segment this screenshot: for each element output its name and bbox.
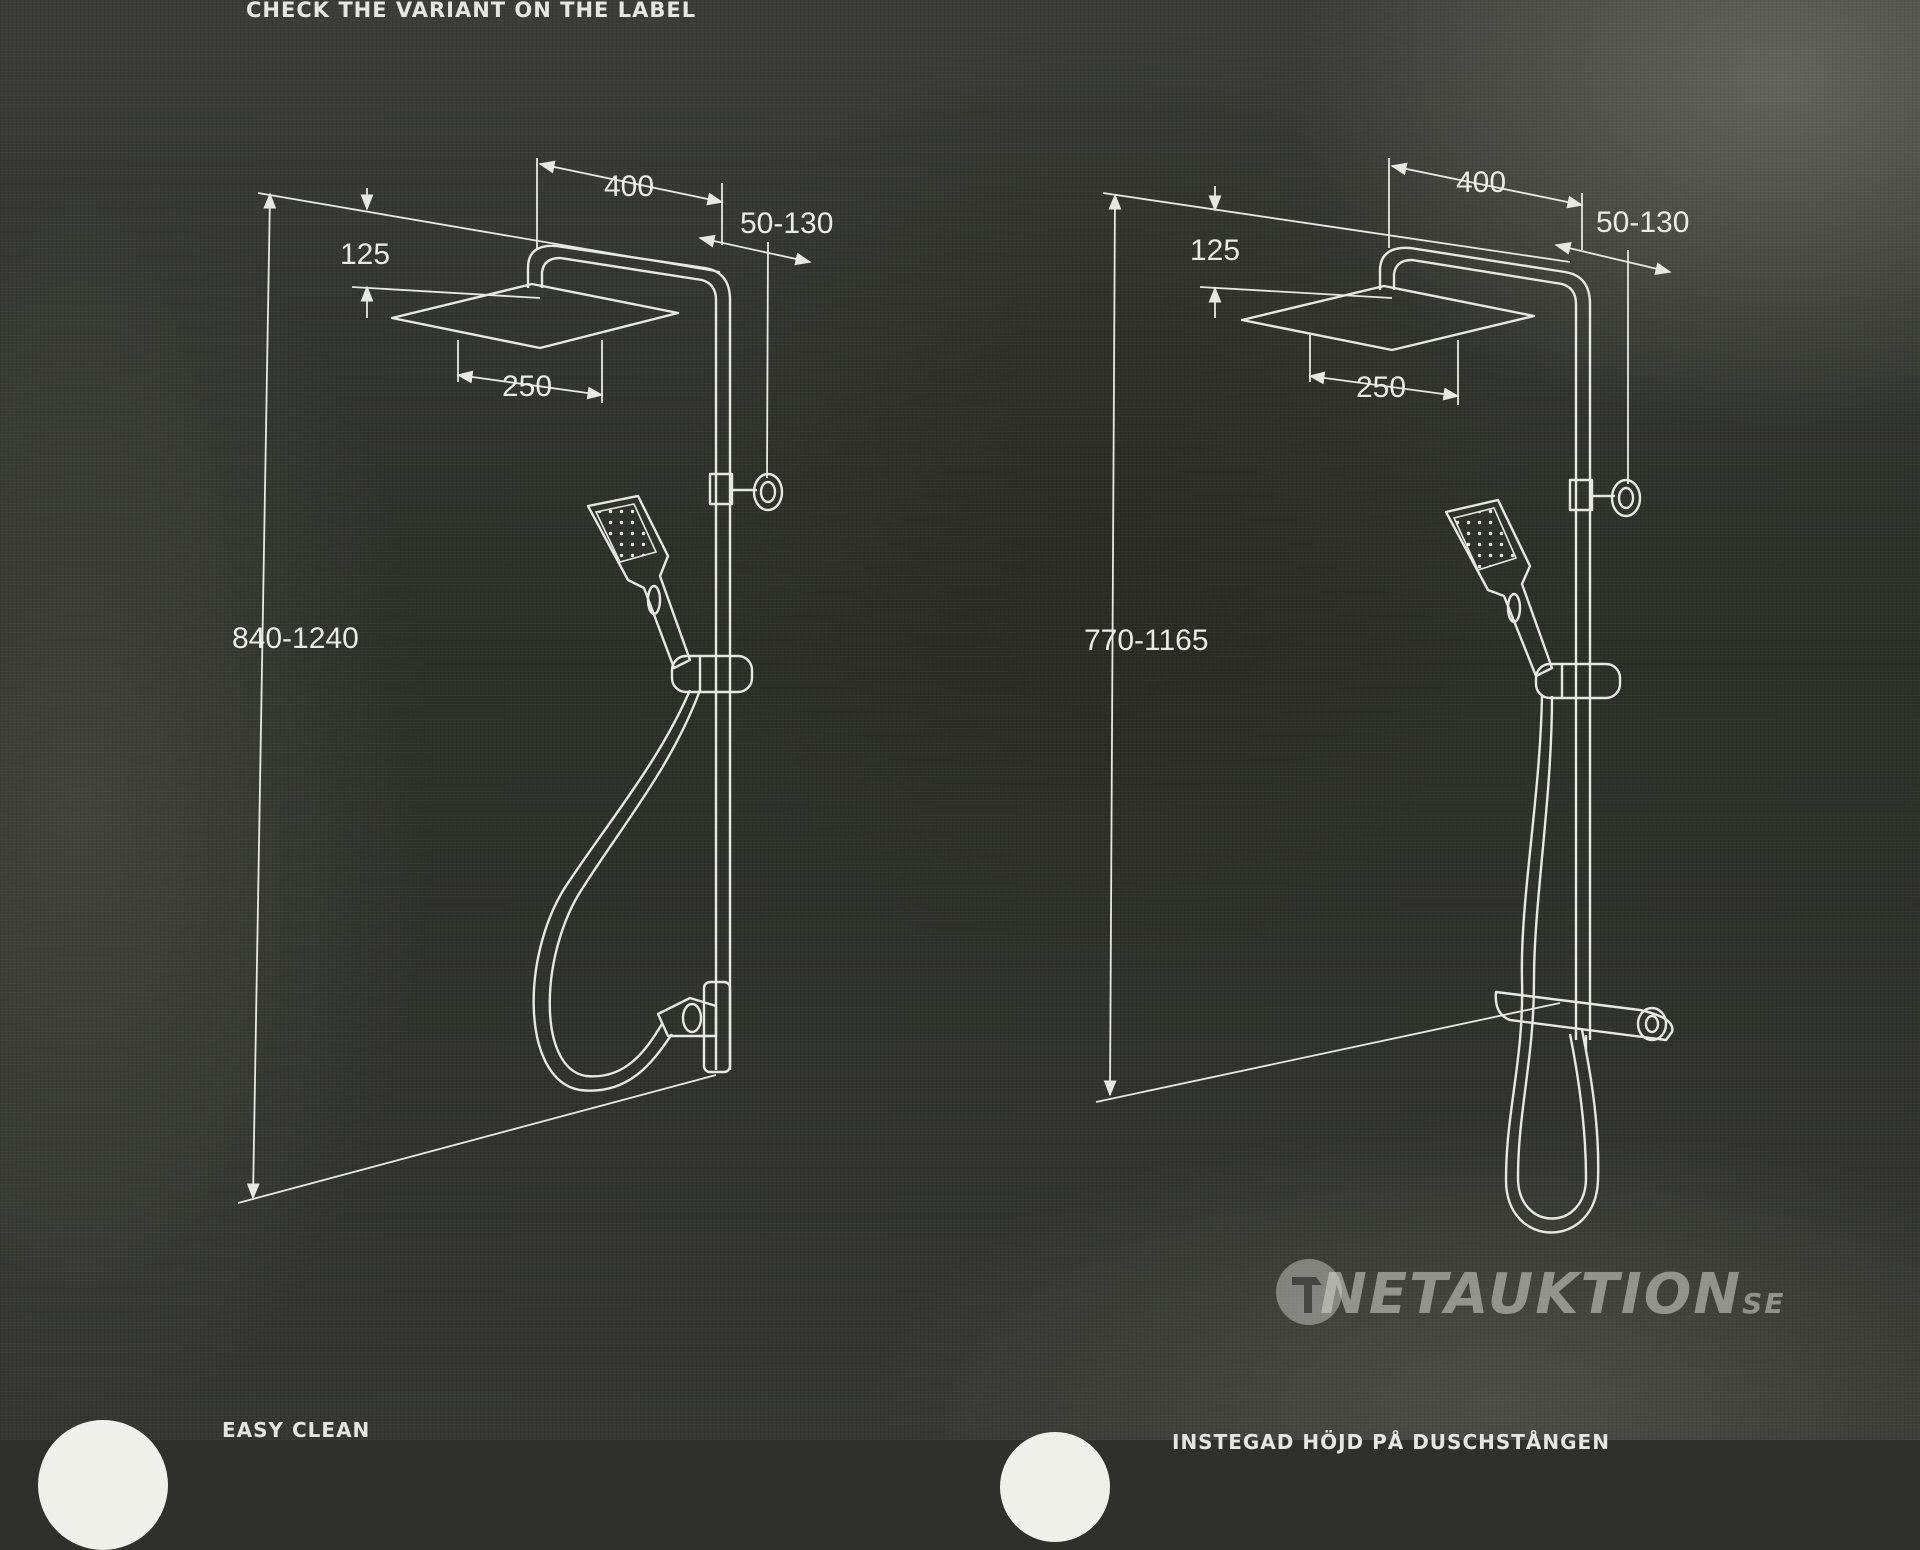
hand-shower-button: [646, 584, 662, 616]
wall-mount: [752, 472, 784, 512]
height-dimension-line: [246, 192, 277, 1200]
head-height-label: 125: [340, 238, 390, 271]
width-dimension-line: [1390, 162, 1584, 209]
shower-arm-inner: [540, 256, 718, 1070]
outlet-nut: [681, 1002, 703, 1034]
rail-bracket: [708, 472, 734, 506]
height-adjust-icon: [1000, 1432, 1110, 1542]
top-reference-line: [1102, 192, 1571, 263]
watermark-suffix: SE: [1742, 1287, 1786, 1320]
hand-shower: [1444, 498, 1554, 678]
wall-offset-dimension-line: [698, 234, 812, 266]
rail-bracket: [1568, 478, 1594, 512]
height-range-label: 840-1240: [232, 622, 359, 655]
height-adjust-caption: INSTEGAD HÖJD PÅ DUSCHSTÅNGEN: [1172, 1430, 1610, 1454]
dimension-drawings: 840-1240 400 50-130 125 250: [232, 158, 1689, 1234]
shower-hose-outer: [1504, 695, 1600, 1234]
rail-end-cap: [702, 980, 732, 1074]
head-width-dimension-line: [456, 370, 604, 400]
temperature-knob-inner: [1644, 1014, 1660, 1034]
head-height-label: 125: [1190, 234, 1240, 267]
overhead-shower-head: [1240, 284, 1536, 352]
wall-mount-inner: [1617, 486, 1635, 510]
shower-arm-outer: [1378, 246, 1592, 1040]
temperature-knob: [1636, 1006, 1668, 1042]
top-width-label: 400: [604, 170, 654, 203]
width-dimension-line: [538, 160, 724, 206]
floor-reference-line: [237, 1074, 717, 1204]
top-width-label: 400: [1456, 166, 1506, 199]
head-width-label: 250: [1356, 371, 1406, 404]
hand-shower-button: [1506, 592, 1522, 624]
easy-clean-caption: EASY CLEAN: [222, 1418, 371, 1442]
hammer-icon: [1276, 1259, 1342, 1325]
thermostat-mixer: [1494, 990, 1674, 1042]
hand-shower: [586, 494, 692, 670]
shower-hose-inner: [548, 689, 702, 1078]
water-outlet-connector: [656, 996, 718, 1038]
height-range-label: 770-1165: [1084, 624, 1209, 657]
height-dimension-line: [1103, 193, 1122, 1097]
overhead-shower-head: [390, 282, 680, 350]
shower-hose-inner: [1516, 695, 1588, 1220]
head-width-dimension-line: [1308, 371, 1460, 401]
shower-hose-outer: [532, 689, 692, 1092]
floor-reference-line: [1095, 1002, 1561, 1103]
watermark-logo: NETAUKTIONSE: [1320, 1262, 1785, 1327]
variant-check-label: CHECK THE VARIANT ON THE LABEL: [246, 0, 697, 22]
wall-offset-label: 50-130: [1596, 206, 1689, 239]
shower-set-diagram-left: 840-1240 400 50-130 125 250: [232, 158, 833, 1204]
extension-line: [1199, 286, 1393, 299]
hand-shower-holder: [1534, 662, 1622, 700]
hand-shower-face: [594, 503, 658, 563]
watermark-name: NETAUKTION: [1320, 1262, 1743, 1327]
shower-set-diagram-right: 770-1165 400 50-130 125 250: [1084, 158, 1689, 1234]
shower-arm-outer: [526, 244, 732, 1070]
box-surface: [0, 0, 1920, 1440]
wall-mount: [1610, 478, 1642, 518]
extension-line: [766, 241, 769, 479]
wall-offset-label: 50-130: [740, 207, 833, 240]
shower-arm-inner: [1392, 258, 1578, 1040]
head-width-label: 250: [502, 370, 552, 403]
hand-shower-face: [1452, 507, 1518, 571]
wall-offset-dimension-line: [1554, 242, 1672, 275]
cardboard-texture: [0, 0, 1920, 1440]
extension-line: [351, 286, 541, 299]
hand-shower-holder: [670, 654, 754, 694]
wall-mount-inner: [759, 480, 777, 504]
